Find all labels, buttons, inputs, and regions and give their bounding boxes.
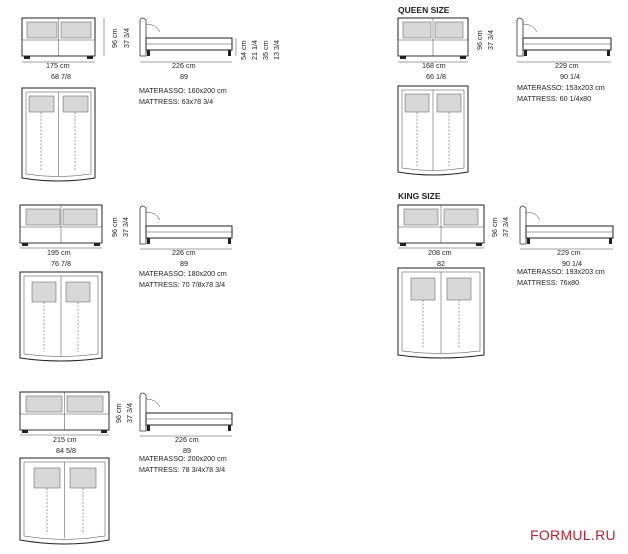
bed-160-length-in: 89 bbox=[180, 72, 188, 81]
side-height-35: 35 cm bbox=[261, 40, 270, 60]
bed-180-mattress: MATTRESS: 70 7/8x78 3/4 bbox=[139, 280, 225, 289]
bed-160-height-in: 37 3/4 bbox=[122, 28, 131, 48]
bed-200-materasso: MATERASSO: 200x200 cm bbox=[139, 454, 227, 463]
bed-160-group: 175 cm 68 7/8 96 cm 37 3/4 226 cm 89 54 … bbox=[21, 17, 281, 182]
bed-king-width: 208 cm bbox=[428, 248, 452, 257]
bed-180-length: 226 cm bbox=[172, 248, 196, 257]
bed-queen-materasso: MATERASSO: 153x203 cm bbox=[517, 83, 605, 92]
bed-160-front-view bbox=[21, 17, 105, 63]
side-height-35-in: 13 3/4 bbox=[272, 40, 281, 60]
bed-queen-width: 168 cm bbox=[422, 61, 446, 70]
bed-queen-group: 168 cm 66 1/8 96 cm 37 3/4 229 cm 90 1/4… bbox=[397, 17, 612, 176]
bed-180-side-view bbox=[139, 205, 233, 250]
bed-queen-front-view bbox=[397, 17, 469, 63]
bed-160-height: 96 cm bbox=[110, 28, 119, 48]
bed-king-side-view bbox=[519, 205, 614, 250]
bed-180-top-view bbox=[19, 271, 103, 362]
bed-king-height: 96 cm bbox=[490, 217, 499, 237]
bed-200-side-view bbox=[139, 392, 233, 437]
bed-king-mattress: MATTRESS: 76x80 bbox=[517, 278, 579, 287]
bed-king-length-in: 90 1/4 bbox=[562, 259, 582, 268]
bed-160-width-in: 68 7/8 bbox=[51, 72, 71, 81]
bed-queen-top-view bbox=[397, 85, 469, 176]
bed-200-width-in: 84 5/8 bbox=[56, 446, 76, 455]
bed-180-group: 195 cm 76 7/8 96 cm 37 3/4 226 cm 89 MAT… bbox=[19, 204, 233, 362]
bed-king-top-view bbox=[397, 267, 485, 359]
watermark-text: FORMUL.RU bbox=[530, 527, 616, 543]
bed-160-top-view bbox=[21, 87, 96, 182]
bed-160-materasso: MATERASSO: 160x200 cm bbox=[139, 86, 227, 95]
bed-queen-height-in: 37 3/4 bbox=[486, 30, 495, 50]
bed-200-length: 226 cm bbox=[175, 435, 199, 444]
bed-200-top-view bbox=[19, 457, 110, 545]
bed-180-front-view bbox=[19, 204, 103, 249]
bed-180-length-in: 89 bbox=[180, 259, 188, 268]
bed-queen-side-view bbox=[516, 17, 612, 63]
bed-queen-height: 96 cm bbox=[475, 30, 484, 50]
bed-180-width-in: 76 7/8 bbox=[51, 259, 71, 268]
bed-160-length: 226 cm bbox=[172, 61, 196, 70]
bed-king-width-in: 82 bbox=[437, 259, 445, 268]
bed-180-height-in: 37 3/4 bbox=[121, 217, 130, 237]
side-height-54: 54 cm bbox=[239, 40, 248, 60]
bed-160-side-view bbox=[139, 17, 237, 63]
bed-queen-width-in: 66 1/8 bbox=[426, 72, 446, 81]
bed-200-mattress: MATTRESS: 78 3/4x78 3/4 bbox=[139, 465, 225, 474]
bed-200-front-view bbox=[19, 391, 110, 436]
bed-160-mattress: MATTRESS: 63x78 3/4 bbox=[139, 97, 213, 106]
bed-queen-mattress: MATTRESS: 60 1/4x80 bbox=[517, 94, 591, 103]
bed-200-height: 96 cm bbox=[114, 403, 123, 423]
bed-queen-length: 229 cm bbox=[555, 61, 579, 70]
bed-200-height-in: 37 3/4 bbox=[125, 403, 134, 423]
bed-king-front-view bbox=[397, 204, 485, 249]
bed-king-group: 208 cm 82 96 cm 37 3/4 229 cm 90 1/4 MAT… bbox=[397, 204, 614, 359]
side-height-54-in: 21 1/4 bbox=[250, 40, 259, 60]
bed-160-width: 175 cm bbox=[46, 61, 70, 70]
bed-king-materasso: MATERASSO: 193x203 cm bbox=[517, 267, 605, 276]
bed-200-width: 215 cm bbox=[53, 435, 77, 444]
bed-180-height: 96 cm bbox=[110, 217, 119, 237]
bed-king-length: 229 cm bbox=[557, 248, 581, 257]
bed-200-length-in: 89 bbox=[183, 446, 191, 455]
bed-queen-length-in: 90 1/4 bbox=[560, 72, 580, 81]
queen-size-heading: QUEEN SIZE bbox=[398, 5, 450, 15]
bed-200-group: 215 cm 84 5/8 96 cm 37 3/4 226 cm 89 MAT… bbox=[19, 391, 233, 545]
bed-180-width: 195 cm bbox=[47, 248, 71, 257]
bed-180-materasso: MATERASSO: 180x200 cm bbox=[139, 269, 227, 278]
bed-king-height-in: 37 3/4 bbox=[501, 217, 510, 237]
king-size-heading: KING SIZE bbox=[398, 191, 441, 201]
